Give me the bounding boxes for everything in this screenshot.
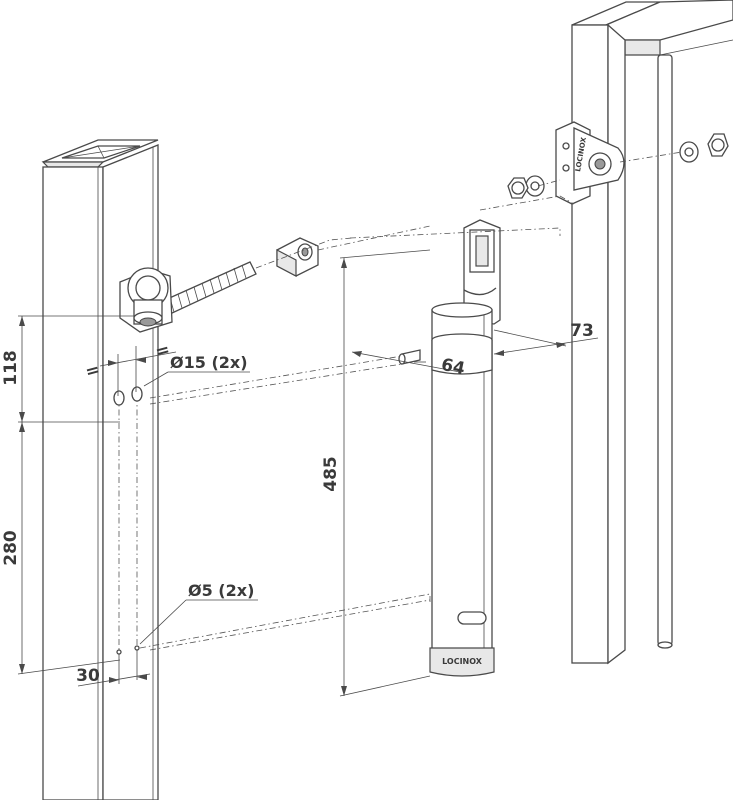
gate-frame — [571, 0, 733, 665]
dimension-64: 64 — [439, 355, 466, 380]
callout-hole-small: Ø5 (2x) — [188, 581, 254, 600]
dimension-118: 118 — [1, 350, 21, 386]
hydraulic-gate-closer: LOCINOX — [398, 219, 501, 677]
post-holes — [113, 386, 143, 655]
equal-mark-right: = — [153, 340, 172, 363]
left-post — [41, 139, 159, 800]
dimension-73: 73 — [570, 321, 594, 341]
callout-hole-large: Ø15 (2x) — [170, 353, 248, 372]
gate-hinge-bracket: LOCINOX — [555, 121, 625, 205]
threaded-hinge-bolt — [119, 261, 257, 333]
washers-and-nuts — [507, 133, 729, 199]
square-nut — [276, 237, 319, 277]
dimension-485: 485 — [321, 456, 341, 492]
dimension-280: 280 — [1, 530, 21, 566]
equal-mark-left: = — [83, 360, 102, 383]
dimension-lines — [17, 249, 599, 697]
bolt-thread — [164, 261, 257, 315]
brand-label: LOCINOX — [442, 657, 483, 666]
dimension-30: 30 — [76, 666, 100, 686]
alignment-lines — [118, 151, 683, 652]
